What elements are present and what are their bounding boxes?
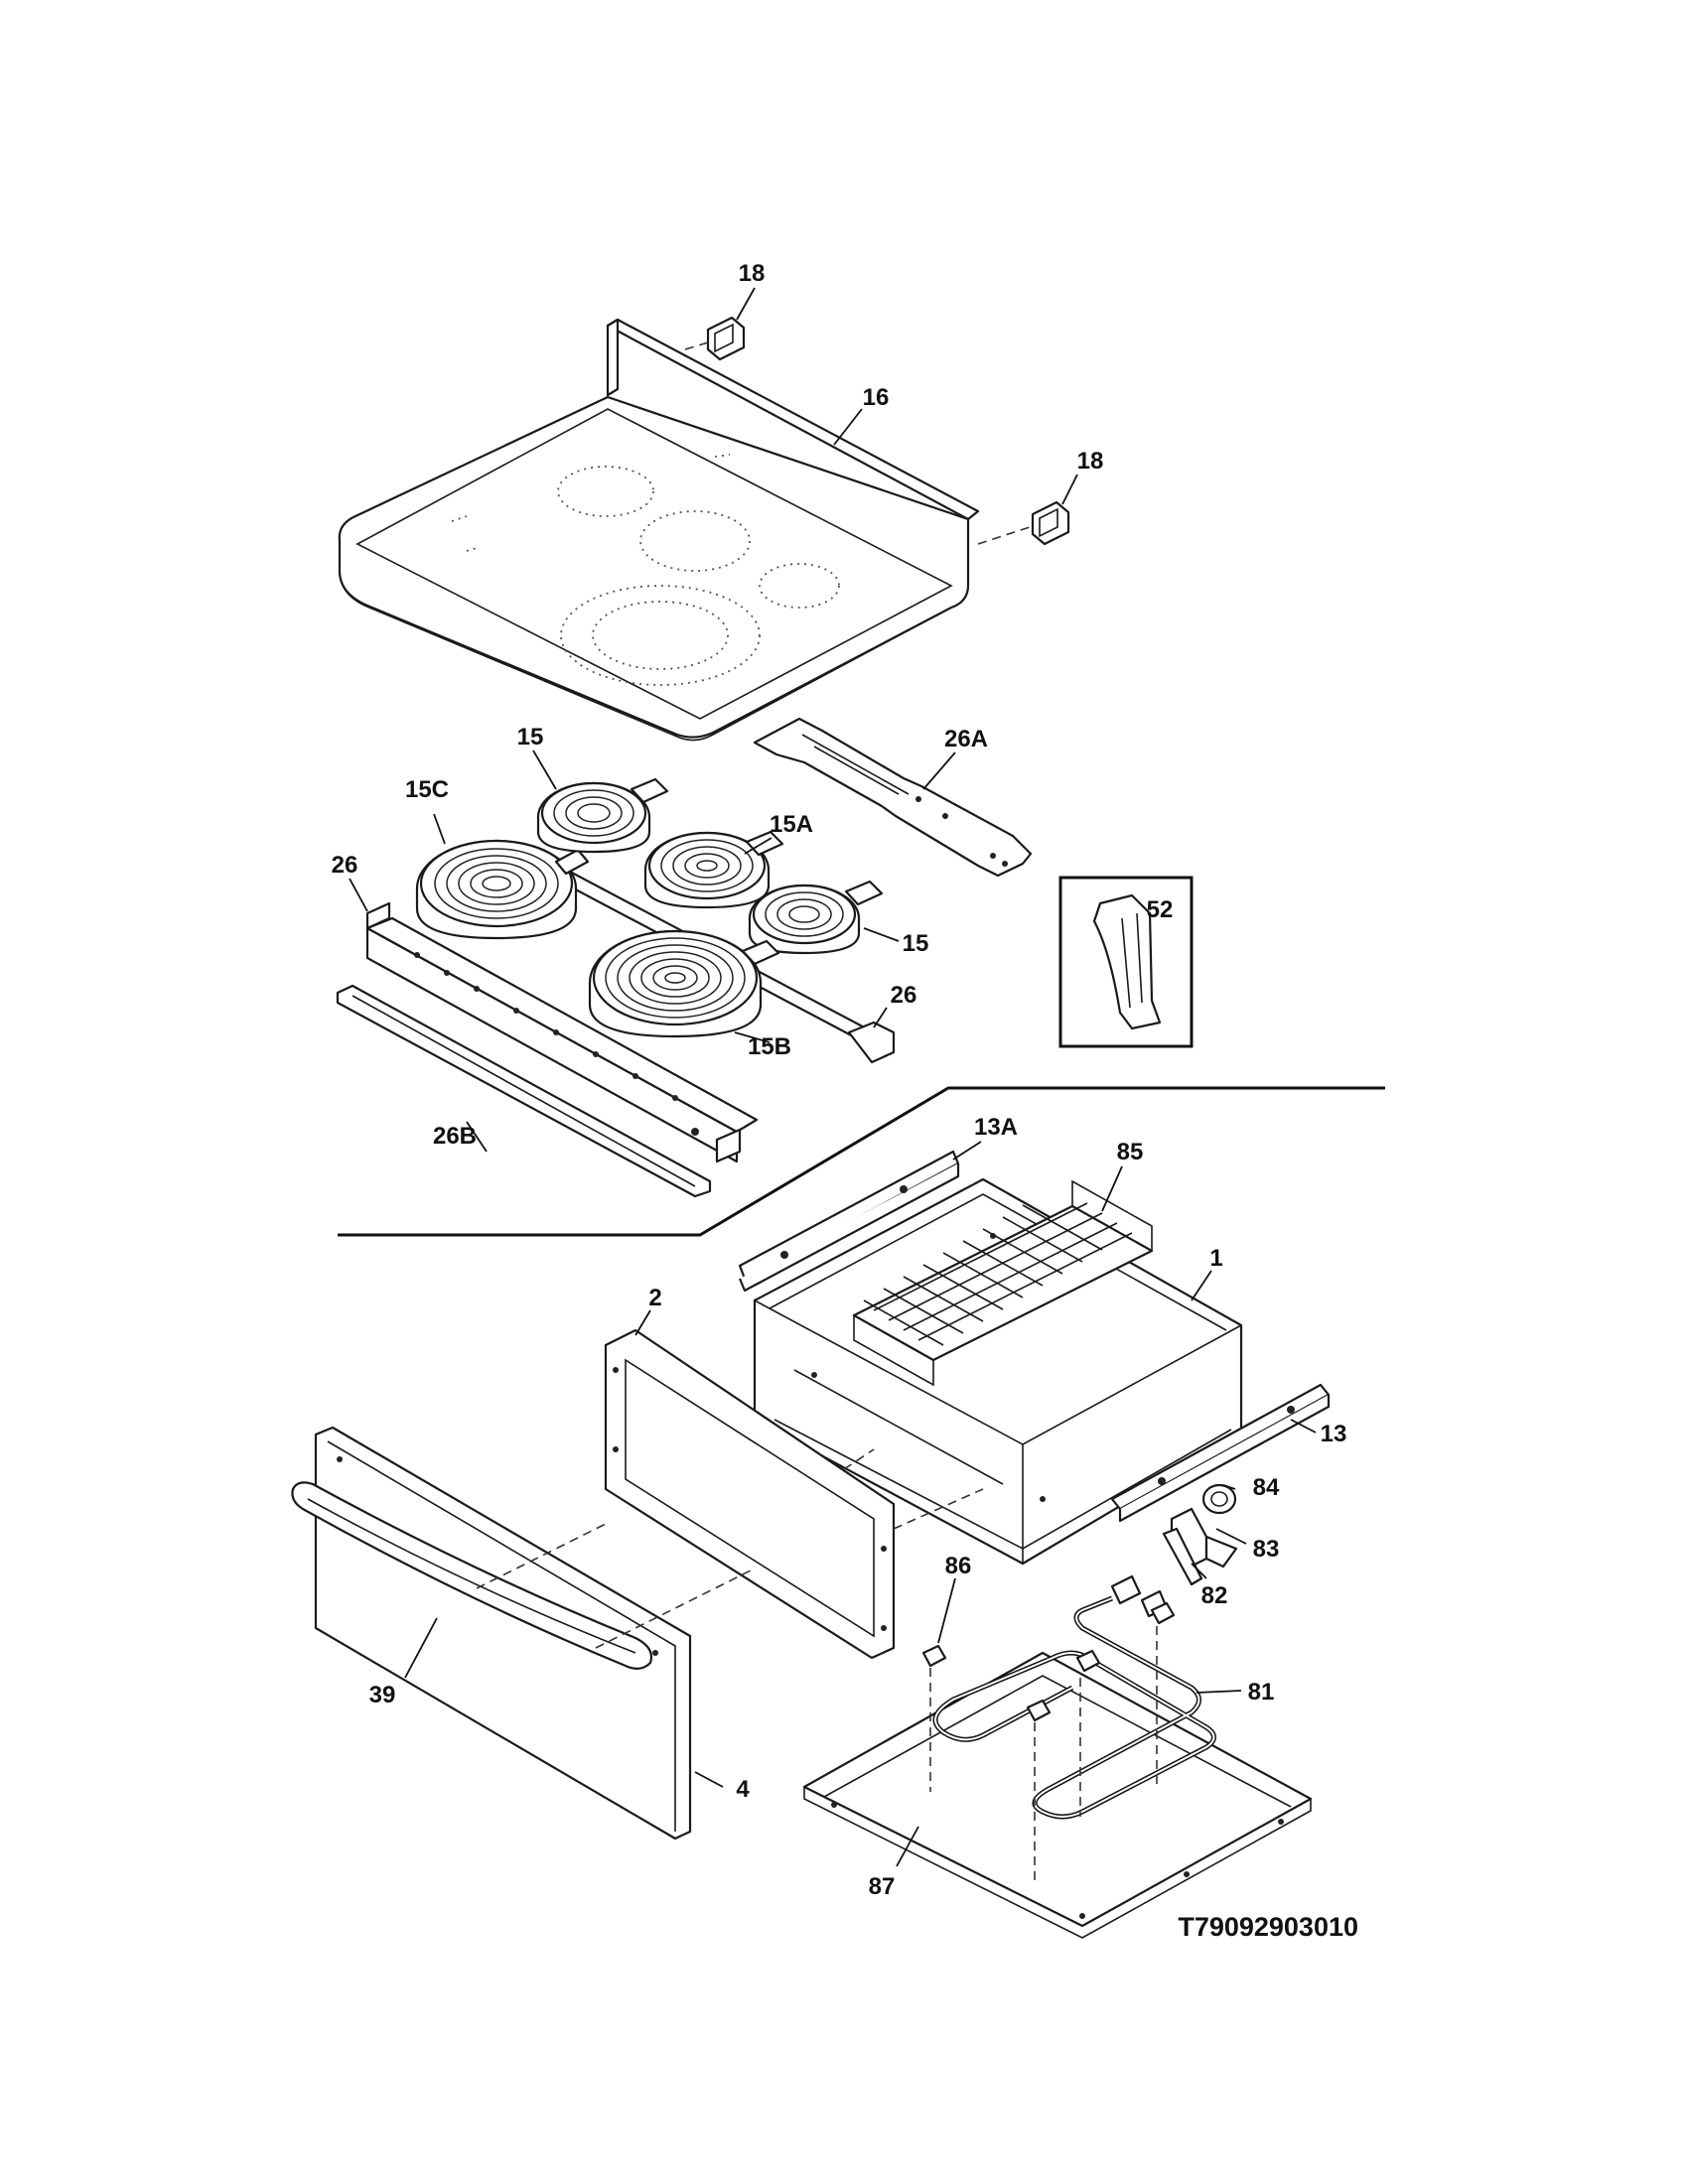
label-15-rear: 15 (517, 724, 544, 751)
cooktop-glass-top (338, 318, 980, 742)
burner-harness-bracket (753, 717, 1033, 878)
label-83: 83 (1253, 1536, 1280, 1563)
label-15C: 15C (405, 776, 449, 803)
radiant-element-15-right (748, 880, 884, 955)
drawer-slide-13 (1110, 1383, 1331, 1523)
label-26A: 26A (944, 726, 988, 752)
label-13: 13 (1321, 1421, 1347, 1447)
sensor-84 (1201, 1483, 1237, 1515)
label-81: 81 (1248, 1679, 1275, 1706)
label-18-top: 18 (739, 260, 766, 287)
section-divider-line (338, 1086, 1385, 1237)
label-87: 87 (869, 1873, 896, 1900)
bracket-82 (1162, 1527, 1203, 1586)
label-84: 84 (1253, 1474, 1280, 1501)
label-4: 4 (736, 1776, 750, 1803)
label-13A: 13A (974, 1114, 1018, 1141)
label-2: 2 (648, 1285, 661, 1311)
label-26-right: 26 (891, 982, 917, 1009)
label-15-right: 15 (903, 930, 929, 957)
radiant-element-15A (643, 830, 784, 909)
drawer-inner-panel (604, 1328, 896, 1660)
cooktop-clip-left (706, 316, 746, 361)
warmer-drawer-rack (852, 1179, 1154, 1387)
label-18-right: 18 (1077, 448, 1104, 475)
label-26B: 26B (433, 1123, 477, 1150)
label-39: 39 (369, 1682, 396, 1708)
label-86: 86 (945, 1553, 972, 1579)
radiant-element-15-rear (536, 777, 669, 854)
element-clip-86 (921, 1601, 1176, 1722)
radiant-element-15C (415, 839, 590, 940)
label-16: 16 (863, 384, 890, 411)
label-82: 82 (1201, 1582, 1228, 1609)
label-26-left: 26 (332, 852, 358, 879)
burner-trim-strip (336, 984, 712, 1198)
label-15B: 15B (748, 1033, 791, 1060)
label-15A: 15A (770, 811, 813, 838)
label-52: 52 (1147, 896, 1174, 923)
heating-element (932, 1574, 1216, 1820)
diagram-code: T79092903010 (1178, 1912, 1358, 1942)
label-85: 85 (1117, 1139, 1144, 1165)
part-52-inset-box (1058, 876, 1194, 1048)
burner-support-rail-front (365, 901, 759, 1163)
drawer-slide-13A (738, 1150, 960, 1293)
drawer-front-panel (314, 1426, 692, 1841)
label-1: 1 (1209, 1245, 1222, 1272)
radiant-element-15B (588, 929, 780, 1038)
cooktop-clip-right (1031, 500, 1070, 546)
drawer-handle (291, 1481, 653, 1670)
